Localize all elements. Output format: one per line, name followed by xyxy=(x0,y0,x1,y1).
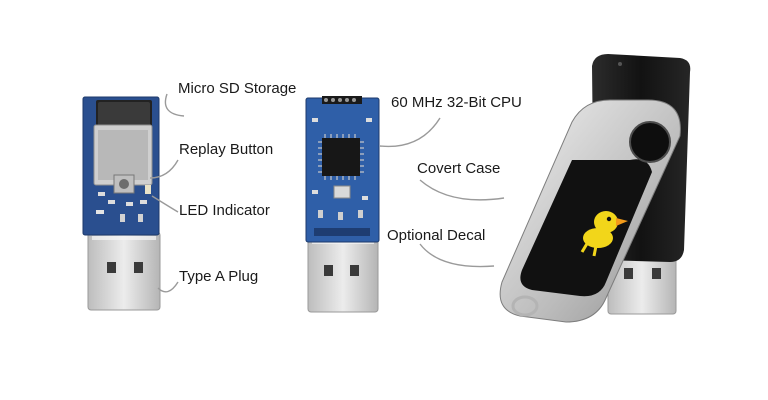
device-covert-case xyxy=(499,54,691,323)
usb-hole xyxy=(624,268,633,279)
label-cpu: 60 MHz 32-Bit CPU xyxy=(391,94,522,111)
lanyard-loop xyxy=(511,295,539,317)
pivot-hole xyxy=(629,121,671,163)
usb-plug-middle xyxy=(307,235,379,313)
label-type-a-plug: Type A Plug xyxy=(179,268,259,285)
leader-replay-button xyxy=(149,159,179,179)
usb-hole xyxy=(324,265,333,276)
leader-lines xyxy=(149,93,505,293)
leader-optional-decal xyxy=(419,243,495,268)
leader-micro-sd xyxy=(164,93,185,117)
leader-type-a-plug xyxy=(157,281,179,293)
usb-hole xyxy=(652,268,661,279)
usb-hole xyxy=(350,265,359,276)
usb-hole xyxy=(134,262,143,273)
crystal-part xyxy=(333,185,351,199)
label-optional-decal: Optional Decal xyxy=(387,227,486,244)
cpu-chip xyxy=(322,138,360,176)
leader-covert-case xyxy=(419,179,505,201)
label-led-indicator: LED Indicator xyxy=(179,202,270,219)
label-micro-sd-storage: Micro SD Storage xyxy=(178,80,297,97)
device-cpu-board xyxy=(305,96,380,313)
leader-cpu xyxy=(379,117,441,148)
label-replay-button: Replay Button xyxy=(179,141,274,158)
leader-led-indicator xyxy=(151,195,179,213)
usb-hole xyxy=(107,262,116,273)
decal-window xyxy=(520,159,652,297)
device-sd-board xyxy=(82,96,161,311)
usb-plug-left xyxy=(87,231,161,311)
duck-decal-icon xyxy=(580,211,628,257)
led-part xyxy=(145,185,151,194)
label-covert-case: Covert Case xyxy=(417,160,501,177)
